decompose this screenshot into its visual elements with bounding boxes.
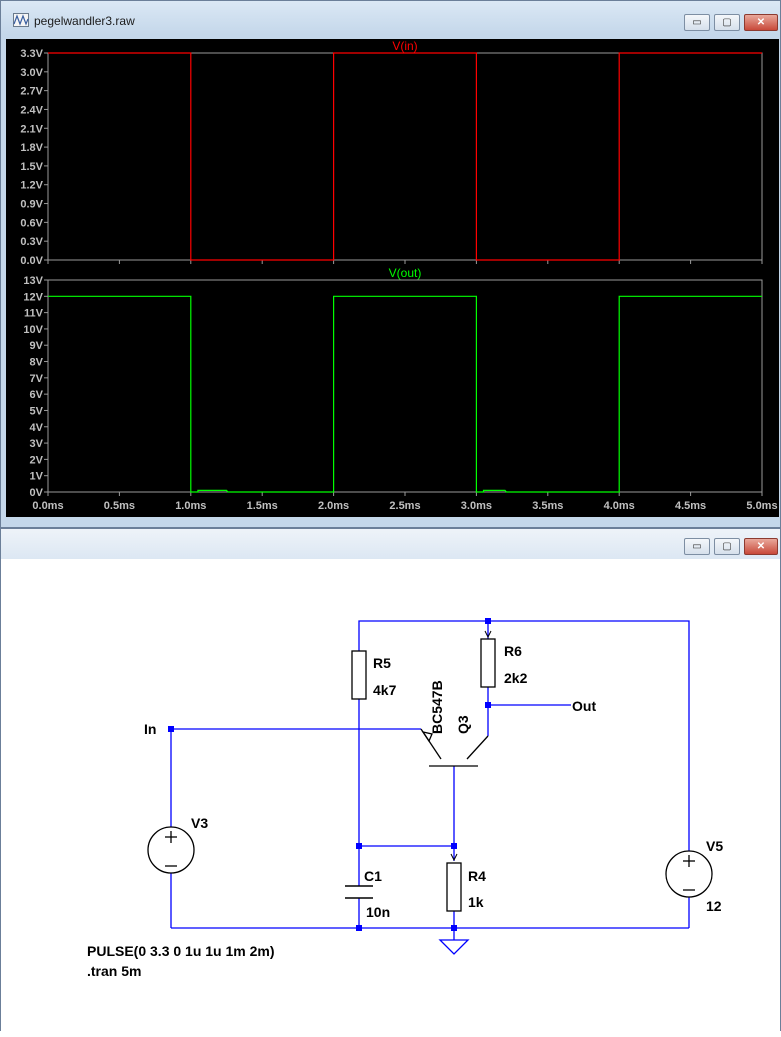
- chart-1-xtick-label: 3.5ms: [532, 500, 563, 512]
- r4-resistor[interactable]: [446, 862, 462, 912]
- chart-1-ytick-label: 4V: [30, 422, 44, 434]
- r6-name: R6: [504, 643, 522, 659]
- chart-1-xtick-label: 1.5ms: [247, 500, 278, 512]
- schematic-minimize-button[interactable]: ▭: [684, 538, 710, 555]
- chart-1-ytick-label: 5V: [30, 405, 44, 417]
- q3-name: Q3: [455, 715, 471, 734]
- chart-1-ytick-label: 9V: [30, 340, 44, 352]
- r5-value: 4k7: [373, 682, 397, 698]
- r4-name: R4: [468, 868, 486, 884]
- chart-1-xtick-label: 2.0ms: [318, 500, 349, 512]
- c1-name: C1: [364, 868, 382, 884]
- junction-c1: [356, 843, 362, 849]
- pulse-directive[interactable]: PULSE(0 3.3 0 1u 1u 1m 2m): [87, 943, 275, 959]
- chart-0-ytick-label: 2.1V: [20, 123, 43, 135]
- chart-1-ytick-label: 13V: [23, 275, 43, 287]
- schematic-drawing[interactable]: R5 4k7 R6 2k2 R4 1k C1 10n V3 V5 12 In O…: [1, 559, 780, 1032]
- chart-0-series-0: [48, 52, 762, 261]
- chart-1-xtick-label: 3.0ms: [461, 500, 492, 512]
- chart-1-series-0: [48, 295, 762, 493]
- chart-1-xtick-label: 4.0ms: [604, 500, 635, 512]
- chart-0-ytick-label: 1.8V: [20, 142, 43, 154]
- chart-1-ytick-label: 1V: [30, 471, 44, 483]
- chart-1-ytick-label: 0V: [30, 487, 44, 499]
- ground-symbol: [438, 928, 470, 955]
- chart-0-ytick-label: 3.3V: [20, 48, 43, 60]
- chart-1-xtick-label: 5.0ms: [746, 500, 777, 512]
- net-label-in[interactable]: In: [144, 721, 156, 737]
- v3-source[interactable]: [147, 826, 195, 874]
- waveform-plots[interactable]: V(in) 0.0V 0.3V 0.6V 0.9V 1.2V 1.5V 1.8V 2.1V 2.4…: [6, 39, 779, 517]
- chart-1-frame: [47, 279, 763, 493]
- chart-1-ytick-label: 2V: [30, 454, 44, 466]
- r5-resistor[interactable]: [351, 650, 367, 700]
- chart-0-ytick-label: 2.7V: [20, 86, 43, 98]
- waveform-window: pegelwandler3.raw ▭ ▢ ✕ V(in) 0.0V 0.3V 0.6…: [0, 0, 781, 528]
- chart-1-title: V(out): [389, 266, 422, 280]
- plot-area[interactable]: V(in) 0.0V 0.3V 0.6V 0.9V 1.2V 1.5V 1.8V 2.1V 2.4…: [6, 39, 779, 517]
- schematic-titlebar[interactable]: ▭ ▢ ✕: [1, 529, 780, 559]
- c1-value: 10n: [366, 904, 390, 920]
- maximize-button[interactable]: ▢: [714, 14, 740, 31]
- schematic-window: ▭ ▢ ✕: [0, 528, 781, 1032]
- chart-1-ytick-label: 6V: [30, 389, 44, 401]
- chart-0-frame: [47, 52, 763, 261]
- r6-arrow: [484, 630, 492, 639]
- chart-0-ytick-label: 2.4V: [20, 104, 43, 116]
- net-label-out[interactable]: Out: [572, 698, 596, 714]
- r4-arrow: [450, 853, 458, 862]
- junction-gnd-c1: [356, 925, 362, 931]
- chart-0-title: V(in): [392, 39, 417, 53]
- chart-1-ytick-label: 11V: [24, 308, 44, 320]
- chart-1-xtick-label: 2.5ms: [389, 500, 420, 512]
- chart-0-ytick-label: 0.9V: [20, 199, 43, 211]
- chart-0-ytick-label: 0.6V: [20, 217, 43, 229]
- waveform-window-title: pegelwandler3.raw: [34, 14, 135, 28]
- chart-0-ytick-label: 0.0V: [20, 255, 43, 267]
- minimize-button[interactable]: ▭: [684, 14, 710, 31]
- q3-model: BC547B: [429, 680, 445, 734]
- schematic-close-button[interactable]: ✕: [744, 538, 778, 555]
- chart-0-ytick-label: 1.2V: [20, 180, 43, 192]
- q3-transistor[interactable]: [420, 728, 489, 767]
- waveform-app-icon: [13, 13, 29, 27]
- chart-1-ytick-label: 7V: [30, 373, 44, 385]
- wires: [170, 620, 690, 929]
- v5-source[interactable]: [665, 850, 713, 898]
- chart-1-xtick-label: 1.0ms: [175, 500, 206, 512]
- chart-0-ytick-label: 1.5V: [20, 161, 43, 173]
- v5-value: 12: [706, 898, 722, 914]
- junction-out: [485, 702, 491, 708]
- chart-0-ytick-label: 3.0V: [20, 67, 43, 79]
- chart-1-ytick-label: 12V: [23, 291, 43, 303]
- schematic-maximize-button[interactable]: ▢: [714, 538, 740, 555]
- r5-name: R5: [373, 655, 391, 671]
- chart-1-ytick-label: 3V: [30, 438, 44, 450]
- chart-1-ytick-label: 10V: [23, 324, 43, 336]
- waveform-titlebar[interactable]: pegelwandler3.raw ▭ ▢ ✕: [1, 1, 780, 35]
- tran-directive[interactable]: .tran 5m: [87, 963, 141, 979]
- chart-0-ytick-label: 0.3V: [20, 236, 43, 248]
- junction-emitter: [451, 843, 457, 849]
- r6-resistor[interactable]: [480, 638, 496, 688]
- v5-name: V5: [706, 838, 723, 854]
- chart-1-xtick-label: 0.5ms: [104, 500, 135, 512]
- junction-top: [485, 618, 491, 624]
- v3-name: V3: [191, 815, 208, 831]
- junctions: [168, 618, 491, 931]
- r4-value: 1k: [468, 894, 484, 910]
- chart-1-xtick-label: 0.0ms: [32, 500, 63, 512]
- close-button[interactable]: ✕: [744, 14, 778, 31]
- junction-in: [168, 726, 174, 732]
- r6-value: 2k2: [504, 670, 528, 686]
- schematic-canvas[interactable]: R5 4k7 R6 2k2 R4 1k C1 10n V3 V5 12 In O…: [1, 559, 780, 1032]
- chart-1-ytick-label: 8V: [30, 357, 44, 369]
- chart-1-xtick-label: 4.5ms: [675, 500, 706, 512]
